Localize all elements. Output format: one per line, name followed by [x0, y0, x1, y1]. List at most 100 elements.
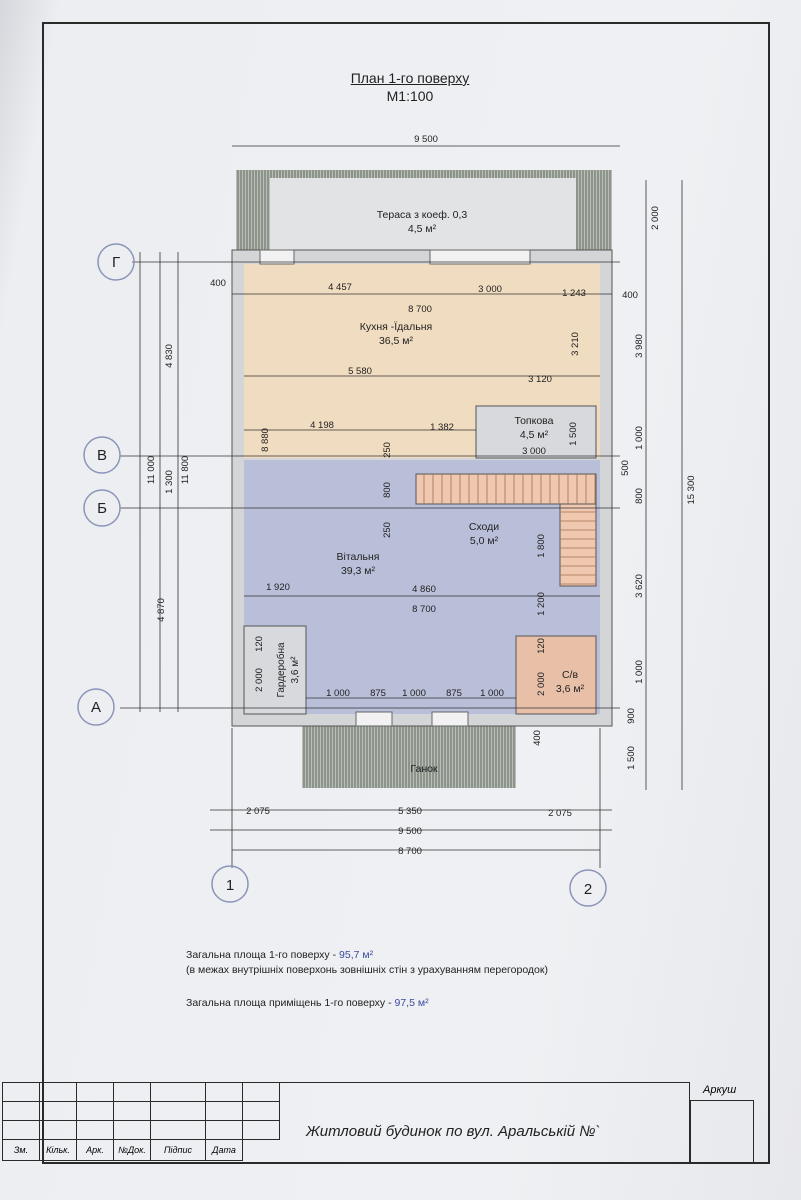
stairs-upper — [415, 473, 597, 505]
dim-8700-b: 8 700 — [412, 604, 436, 615]
dim-left-11000: 11 000 — [146, 456, 157, 484]
note-explanation: (в межах внутрішніх поверхонь зовнішніх … — [186, 964, 548, 976]
dim-1382: 1 382 — [430, 422, 454, 433]
dim-outer-1000-b: 1 000 — [634, 660, 645, 684]
dim-top-9500: 9 500 — [414, 134, 438, 145]
dim-1000-a: 1 000 — [326, 688, 350, 699]
col-data: Дата — [205, 1139, 243, 1161]
wc-area: 3,6 м² — [556, 683, 585, 695]
stairs-area: 5,0 м² — [470, 535, 499, 547]
sheet-number-cell: Аркуш — [690, 1084, 754, 1164]
col-zm: Зм. — [2, 1139, 40, 1161]
dim-outer-900: 900 — [626, 708, 637, 724]
dim-875-a: 875 — [370, 688, 386, 699]
project-title-cell: Житловий будинок по вул. Аральській №` — [266, 1082, 690, 1164]
dim-8700-a: 8 700 — [408, 304, 432, 315]
terrace-area: 4,5 м² — [408, 223, 437, 235]
window — [259, 249, 295, 265]
note-total-area-label: Загальна площа 1-го поверху - — [186, 949, 340, 961]
plan-title-line: План 1-го поверху — [350, 70, 470, 86]
dim-bottom-5350: 5 350 — [398, 806, 422, 817]
axis-bubble-g — [97, 243, 135, 281]
dim-inner-8880: 8 880 — [260, 428, 271, 452]
axis-label-g: Г — [112, 254, 120, 271]
axis-label-a: А — [91, 699, 101, 716]
stairs-name: Сходи — [469, 521, 499, 533]
wardrobe-labels: Гардеробна 3,6 м² — [275, 642, 301, 698]
revision-row — [2, 1120, 280, 1140]
windows — [259, 249, 531, 727]
dim-bottom-9500: 9 500 — [398, 826, 422, 837]
boiler-name: Топкова — [515, 415, 554, 427]
dim-right-2000: 2 000 — [536, 672, 547, 696]
wardrobe-name: Гардеробна — [275, 642, 287, 698]
living-area: 39,3 м² — [341, 565, 376, 577]
terrace-name: Тераса з коеф. 0,3 — [377, 209, 468, 221]
terrace-floor — [270, 178, 576, 252]
col-ark: Арк. — [76, 1139, 114, 1161]
dim-left-11800: 11 800 — [180, 456, 191, 484]
dim-4860: 4 860 — [412, 584, 436, 595]
kitchen-name: Кухня -Їдальня — [360, 321, 432, 333]
wardrobe-area: 3,6 м² — [290, 656, 301, 684]
dimension-texts-horizontal: 9 500 400 4 457 3 000 1 243 400 8 700 5 … — [210, 134, 638, 857]
dim-875-b: 875 — [446, 688, 462, 699]
dim-outer-15300: 15 300 — [686, 475, 697, 504]
dim-right-1800: 1 800 — [536, 534, 547, 558]
dim-bottom-2075-right: 2 075 — [548, 808, 572, 819]
dim-outer-2000: 2 000 — [650, 206, 661, 230]
wardrobe-floor — [243, 625, 307, 715]
axis-label-2: 2 — [584, 881, 592, 898]
dim-inner-250-a: 250 — [382, 442, 393, 458]
axis-label-v: В — [97, 447, 107, 464]
col-ndok: №Док. — [113, 1139, 151, 1161]
living-name: Вітальня — [337, 551, 380, 563]
dimension-lines — [120, 145, 683, 868]
revision-row — [2, 1101, 280, 1121]
note-rooms-area-value: 97,5 м² — [394, 997, 429, 1009]
col-kilk: Кільк. — [39, 1139, 77, 1161]
dim-right-1200: 1 200 — [536, 592, 547, 616]
revision-header-row: Зм. Кільк. Арк. №Док. Підпис Дата — [2, 1139, 280, 1161]
axis-label-b: Б — [97, 500, 107, 517]
revision-table: Зм. Кільк. Арк. №Док. Підпис Дата — [2, 1082, 280, 1161]
axis-bubble-v — [83, 436, 121, 474]
porch-name: Ганок — [410, 763, 438, 775]
dim-bottom-8700: 8 700 — [398, 846, 422, 857]
dim-4457: 4 457 — [328, 282, 352, 293]
dimension-texts-vertical: 4 830 11 000 11 800 1 300 4 870 8 880 25… — [146, 206, 697, 770]
dim-inner-250-b: 250 — [382, 522, 393, 538]
dim-4198: 4 198 — [310, 420, 334, 431]
dim-3120: 3 120 — [528, 374, 552, 385]
note-rooms-area-label: Загальна площа приміщень 1-го поверху - — [186, 997, 395, 1009]
wc-floor — [515, 635, 597, 715]
dim-porch-400: 400 — [532, 730, 543, 746]
dim-400-left: 400 — [210, 278, 226, 289]
dim-outer-500: 500 — [620, 460, 631, 476]
note-rooms-area: Загальна площа приміщень 1-го поверху - … — [186, 996, 548, 1011]
note-total-area-value: 95,7 м² — [339, 949, 374, 961]
dim-left-1300: 1 300 — [164, 470, 175, 494]
stairs — [415, 473, 597, 587]
dim-wardrobe-2000: 2 000 — [254, 668, 265, 692]
boiler-area: 4,5 м² — [520, 429, 549, 441]
window — [431, 711, 469, 727]
dim-outer-3620: 3 620 — [634, 574, 645, 598]
room-labels: Тераса з коеф. 0,3 4,5 м² Кухня -Їдальня… — [337, 209, 585, 775]
window — [355, 711, 393, 727]
dim-right-120: 120 — [536, 638, 547, 654]
dim-3000-b: 3 000 — [522, 446, 546, 457]
stair-treads — [423, 474, 596, 585]
porch-deck — [302, 720, 516, 788]
dim-outer-1000-a: 1 000 — [634, 426, 645, 450]
dim-1000-c: 1 000 — [480, 688, 504, 699]
dim-bottom-2075-left: 2 075 — [246, 806, 270, 817]
plan-title: План 1-го поверху М1:100 — [300, 70, 520, 104]
revision-row — [2, 1082, 280, 1102]
axis-labels: Г В Б А 1 2 — [91, 254, 592, 898]
axis-bubble-a — [77, 688, 115, 726]
axis-bubble-2 — [569, 869, 607, 907]
col-pidpys: Підпис — [150, 1139, 206, 1161]
dim-left-4870: 4 870 — [156, 598, 167, 622]
